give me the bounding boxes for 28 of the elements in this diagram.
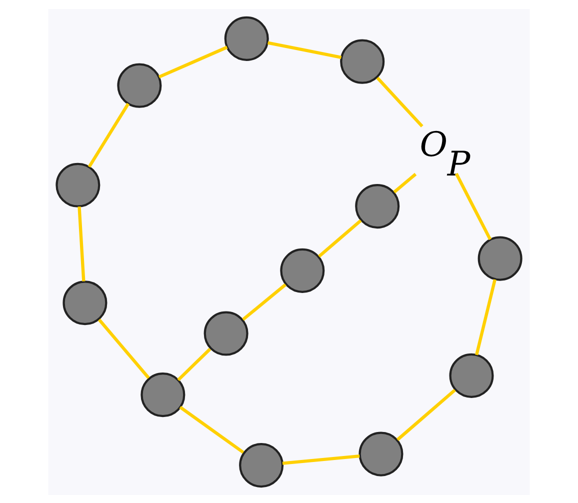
node-circle [239,442,284,488]
connector [396,388,456,440]
connector [98,318,150,378]
connector [179,405,244,454]
node-circle [117,62,162,108]
node-circle [280,248,325,292]
connector [376,76,424,127]
node-circle [56,162,100,207]
connector [242,282,286,320]
connector [282,454,360,464]
node-circle [355,184,400,228]
connector [393,172,417,193]
connector [177,347,212,381]
connector [454,172,492,240]
node-circle [478,236,522,280]
connector [88,102,130,168]
node-circle [224,16,269,60]
connector [158,45,228,78]
node-circle [449,352,494,398]
connector [268,40,342,58]
node-circle [62,280,108,325]
node-circle [140,372,186,417]
node-circle [340,38,385,84]
node-circle [358,431,404,476]
node-circle [204,310,248,356]
connector [78,206,86,281]
connector [318,218,362,258]
connector [475,278,496,355]
